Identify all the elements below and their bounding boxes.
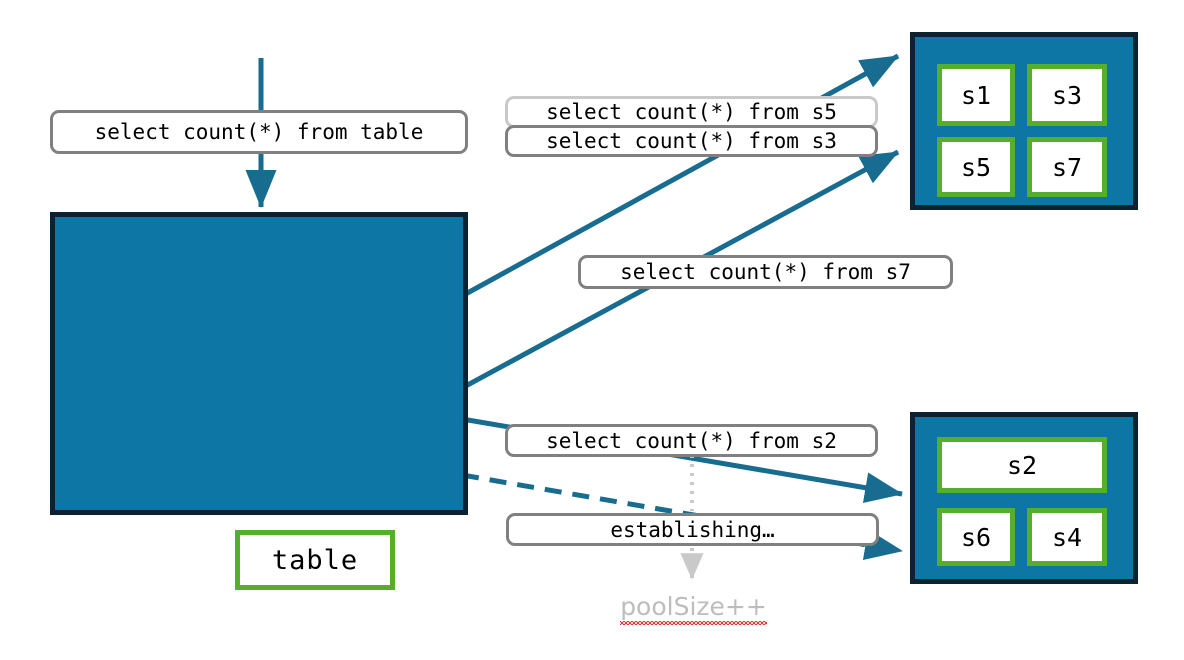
query-label-s7: select count(*) from s7 (578, 255, 953, 289)
status-label-establishing: establishing… (506, 513, 879, 546)
poolsize-annotation-text: poolSize++ (620, 592, 767, 625)
node-table[interactable]: table (235, 530, 395, 590)
server-node-s5[interactable]: s5 (937, 137, 1015, 197)
server-node-s4[interactable]: s4 (1027, 508, 1107, 566)
poolsize-annotation: poolSize++ (596, 592, 791, 625)
query-label-s2: select count(*) from s2 (505, 424, 878, 457)
server-node-s3[interactable]: s3 (1027, 64, 1107, 126)
query-label-s3: select count(*) from s3 (505, 125, 878, 157)
table-container: table (50, 212, 468, 590)
server-node-s6[interactable]: s6 (937, 508, 1015, 566)
server-node-s2[interactable]: s2 (937, 437, 1107, 493)
server-node-s1[interactable]: s1 (937, 64, 1015, 126)
server-node-s7[interactable]: s7 (1027, 137, 1107, 197)
query-label-s5: select count(*) from s5 (505, 96, 878, 128)
query-label-table: select count(*) from table (50, 110, 468, 154)
